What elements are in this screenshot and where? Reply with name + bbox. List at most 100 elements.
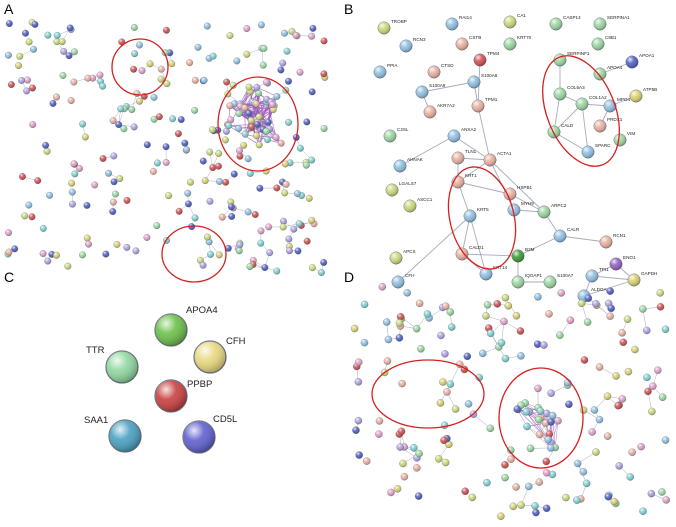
- node-label: S100A9: [429, 83, 446, 88]
- node: [199, 261, 207, 269]
- node-label: TROBP: [391, 19, 407, 24]
- node: [65, 52, 73, 60]
- node: [592, 448, 600, 456]
- node: [281, 160, 289, 168]
- node: [532, 508, 540, 517]
- node-label: RCN3: [413, 37, 426, 42]
- node: [216, 178, 223, 185]
- node-label: ATP5B: [643, 87, 657, 92]
- edge: [421, 81, 475, 93]
- node-label: SAA1: [84, 415, 108, 426]
- node: [157, 75, 165, 83]
- node: [595, 415, 604, 424]
- node-label: RCN1: [613, 233, 626, 238]
- node: [269, 101, 276, 109]
- node: [279, 59, 287, 67]
- node: [241, 130, 249, 138]
- node-cd5l: [182, 420, 216, 454]
- edge: [399, 135, 455, 167]
- node: [606, 287, 614, 295]
- edge: [477, 105, 491, 161]
- node-krt5: [463, 209, 477, 223]
- node: [582, 479, 591, 488]
- node: [295, 220, 303, 228]
- panel-letter-d: D: [344, 269, 354, 285]
- node: [222, 127, 230, 135]
- node: [283, 47, 291, 55]
- edge: [469, 215, 487, 275]
- node: [478, 349, 487, 358]
- node: [177, 116, 185, 123]
- node-krt14: [479, 267, 493, 281]
- node: [79, 120, 87, 128]
- node: [579, 468, 588, 476]
- node: [417, 345, 425, 353]
- node: [191, 106, 199, 114]
- node: [308, 156, 316, 164]
- node: [248, 123, 256, 131]
- node: [536, 407, 545, 415]
- node: [644, 387, 652, 396]
- node-apoa1: [625, 55, 639, 69]
- node: [272, 134, 280, 141]
- node: [398, 379, 406, 388]
- edge: [553, 131, 589, 153]
- node: [34, 177, 42, 185]
- node: [169, 115, 177, 123]
- node-acta1: [483, 153, 497, 167]
- node: [230, 170, 238, 178]
- node: [255, 89, 263, 97]
- node: [23, 87, 31, 95]
- node: [423, 310, 432, 318]
- node: [5, 248, 13, 256]
- node: [320, 37, 328, 45]
- node-vim: [613, 133, 627, 147]
- node: [70, 160, 78, 168]
- node-hspb1: [503, 187, 517, 201]
- node-cald: [547, 125, 561, 139]
- node: [236, 152, 244, 160]
- node: [49, 99, 57, 107]
- node-label: VIM: [627, 131, 635, 136]
- node: [565, 400, 573, 409]
- node: [240, 141, 248, 149]
- node: [70, 78, 78, 86]
- node: [215, 251, 223, 259]
- node: [350, 324, 359, 333]
- node-label: AKR7A2: [437, 103, 455, 108]
- node: [292, 31, 300, 39]
- node: [53, 31, 61, 39]
- node: [241, 104, 249, 112]
- node-label: CSTB: [469, 35, 481, 40]
- node: [203, 233, 211, 241]
- node: [396, 313, 405, 321]
- node: [246, 263, 254, 270]
- node-label: B2M: [525, 247, 535, 252]
- node-ctsd: [427, 65, 441, 79]
- node-label: S100A8: [481, 73, 498, 78]
- node: [28, 213, 36, 221]
- node: [483, 301, 492, 309]
- node-apcs: [389, 251, 403, 265]
- node: [281, 29, 288, 37]
- node: [382, 318, 391, 326]
- node: [60, 47, 68, 55]
- node: [631, 345, 639, 354]
- edge: [258, 121, 269, 145]
- node: [89, 74, 97, 82]
- edge: [559, 235, 607, 243]
- node: [413, 464, 421, 472]
- node: [85, 240, 92, 248]
- node: [451, 405, 460, 413]
- edge: [228, 125, 264, 130]
- edge: [526, 411, 549, 440]
- node: [113, 240, 121, 248]
- node: [262, 127, 270, 135]
- node-label: SERPINA1: [607, 15, 630, 20]
- node: [533, 340, 542, 348]
- node: [612, 372, 620, 380]
- node: [264, 136, 271, 144]
- node: [437, 331, 445, 340]
- node: [31, 20, 39, 28]
- node-apoa4: [593, 67, 607, 81]
